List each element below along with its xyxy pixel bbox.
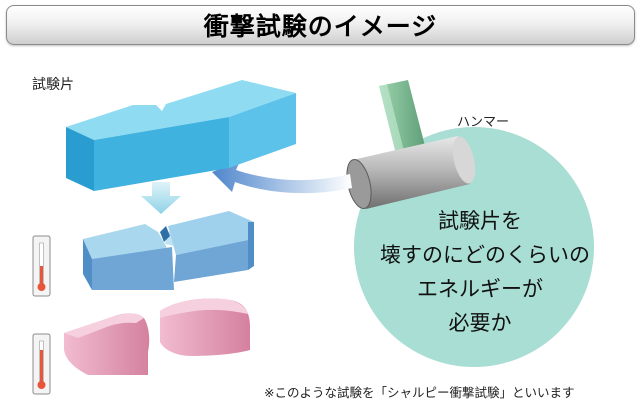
energy-question-line-1: 試験片を: [438, 209, 522, 233]
page-title: 衝撃試験のイメージ: [203, 12, 438, 41]
specimen-intact: [66, 80, 296, 191]
down-arrow-icon: [141, 182, 181, 214]
impact-arrow: [212, 161, 352, 194]
energy-question: 試験片を 壊すのにどのくらいの エネルギーが 必要か: [380, 204, 590, 340]
energy-question-line-4: 必要か: [448, 311, 512, 335]
thermometer-cold-icon: [32, 235, 51, 297]
specimen-cold-broken: [83, 211, 254, 290]
specimen-warm-broken: [64, 298, 250, 375]
energy-question-line-3: エネルギーが: [417, 277, 543, 301]
specimen-label: 試験片: [32, 77, 74, 93]
thermometer-warm-icon: [32, 333, 51, 395]
energy-question-line-2: 壊すのにどのくらいの: [380, 243, 590, 267]
footnote: ※このような試験を「シャルピー衝撃試験」といいます: [264, 385, 575, 400]
title-bar: 衝撃試験のイメージ: [6, 5, 635, 45]
hammer-icon: [346, 136, 476, 209]
hammer-handle: [379, 80, 426, 158]
hammer-label: ハンマー: [457, 115, 510, 130]
